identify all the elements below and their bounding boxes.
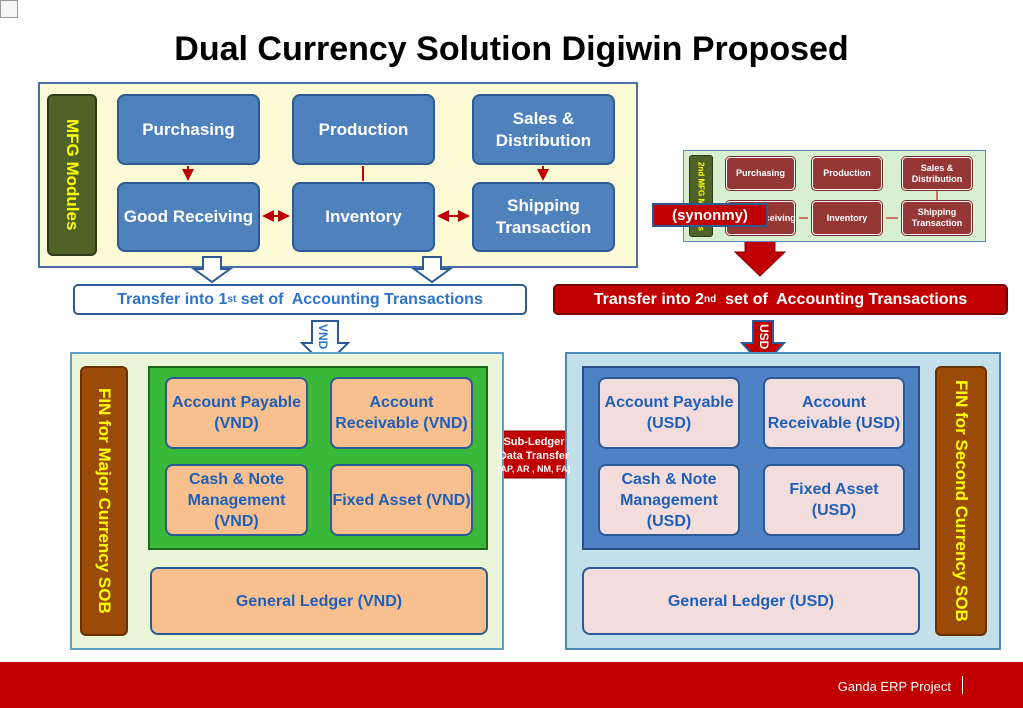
cash-note-usd-box[interactable]: Cash & Note Management (USD)	[598, 464, 740, 536]
subledger-line1: Sub-Ledger	[503, 436, 565, 448]
footer-separator	[962, 676, 963, 694]
production-box[interactable]: Production	[292, 94, 435, 165]
sales-distribution-box[interactable]: Sales & Distribution	[472, 94, 615, 165]
footer-bar	[0, 662, 1023, 708]
ar-usd-box[interactable]: Account Receivable (USD)	[763, 377, 905, 449]
subledger-line3: (AP, AR , NM, FA)	[497, 464, 571, 474]
mfg-down-arrow-left	[190, 256, 234, 284]
general-ledger-usd-box[interactable]: General Ledger (USD)	[582, 567, 920, 635]
transfer1-text: Transfer into 1	[117, 290, 228, 308]
mini-shipping-box[interactable]: Shipping Transaction	[902, 201, 972, 235]
vnd-arrow-label: VND	[316, 324, 330, 350]
mfg-modules-label: MFG Modules	[47, 94, 97, 256]
mini-production-box[interactable]: Production	[812, 157, 882, 190]
cash-note-vnd-box[interactable]: Cash & Note Management (VND)	[165, 464, 308, 536]
fin-second-label-text: FIN for Second Currency SOB	[952, 380, 971, 622]
transfer2-text-end: set of Accounting Transactions	[716, 290, 968, 308]
general-ledger-vnd-box[interactable]: General Ledger (VND)	[150, 567, 488, 635]
transfer1-text-end: set of Accounting Transactions	[236, 290, 483, 308]
broken-image-icon	[0, 0, 18, 18]
inventory-box[interactable]: Inventory	[292, 182, 435, 252]
ap-usd-box[interactable]: Account Payable (USD)	[598, 377, 740, 449]
mini-purchasing-box[interactable]: Purchasing	[726, 157, 795, 190]
footer-project-name: Ganda ERP Project	[837, 679, 951, 694]
synonmy-label: (synonmy)	[652, 203, 768, 227]
mfg-down-arrow-right	[410, 256, 454, 284]
subledger-label: Sub-Ledger Data Transfer (AP, AR , NM, F…	[484, 435, 584, 475]
ap-vnd-box[interactable]: Account Payable (VND)	[165, 377, 308, 449]
fin-major-label-text: FIN for Major Currency SOB	[95, 388, 114, 614]
fixed-asset-usd-box[interactable]: Fixed Asset (USD)	[763, 464, 905, 536]
good-receiving-box[interactable]: Good Receiving	[117, 182, 260, 252]
fixed-asset-vnd-box[interactable]: Fixed Asset (VND)	[330, 464, 473, 536]
second-mfg-label-text: 2nd MFG Modules	[696, 161, 706, 231]
shipping-transaction-box[interactable]: Shipping Transaction	[472, 182, 615, 252]
usd-arrow-label: USD	[757, 324, 771, 350]
fin-major-label: FIN for Major Currency SOB	[80, 366, 128, 636]
ar-vnd-box[interactable]: Account Receivable (VND)	[330, 377, 473, 449]
purchasing-box[interactable]: Purchasing	[117, 94, 260, 165]
mfg-modules-label-text: MFG Modules	[63, 119, 82, 231]
mini-sales-distribution-box[interactable]: Sales & Distribution	[902, 157, 972, 190]
mini-inventory-box[interactable]: Inventory	[812, 201, 882, 235]
transfer2-text: Transfer into 2	[593, 290, 705, 308]
fin-second-label: FIN for Second Currency SOB	[935, 366, 987, 636]
page-title: Dual Currency Solution Digiwin Proposed	[174, 30, 849, 68]
subledger-line2: Data Transfer	[498, 450, 570, 462]
